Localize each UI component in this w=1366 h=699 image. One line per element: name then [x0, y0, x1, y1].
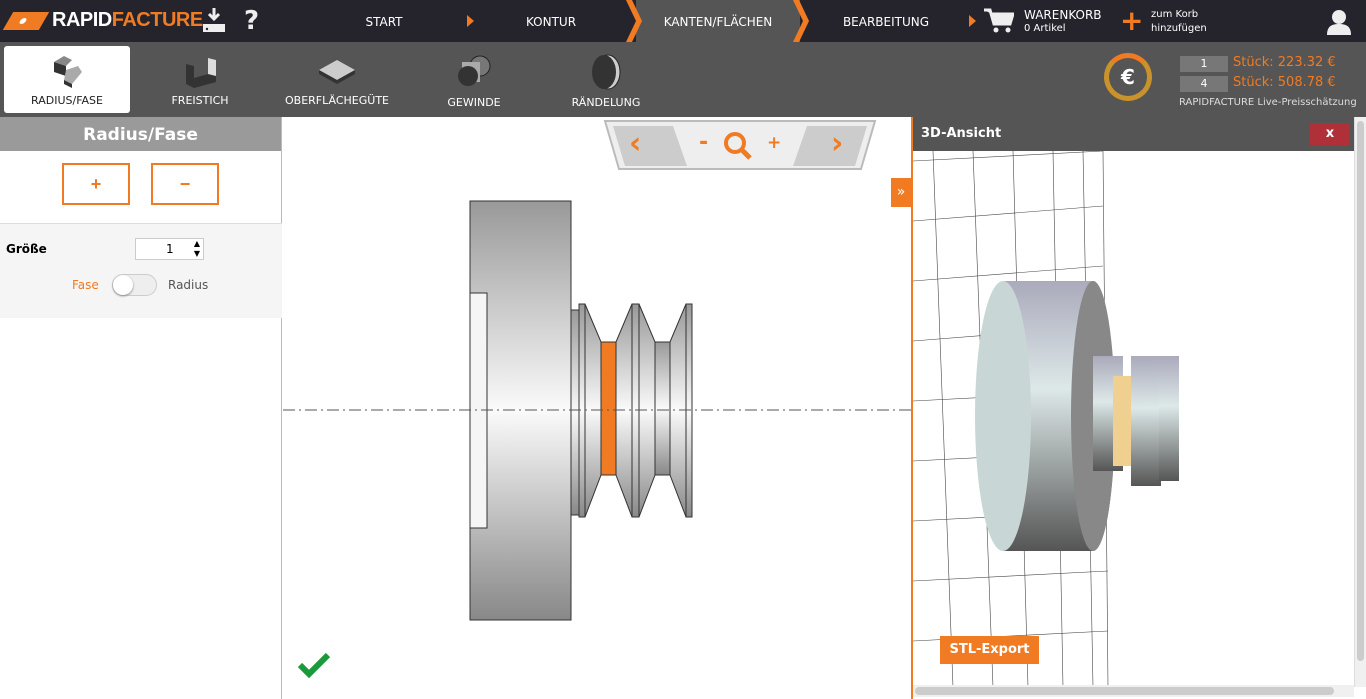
freistich-icon [186, 58, 216, 88]
euro-icon: € [1121, 65, 1135, 89]
panel-title: Radius/Fase [0, 117, 281, 151]
fase-label: Fase [72, 278, 99, 292]
vertical-scrollbar[interactable] [1354, 117, 1366, 687]
next-button[interactable]: › [831, 126, 844, 161]
step-kontur[interactable]: KONTUR [525, 15, 577, 29]
close-button[interactable]: x [1310, 123, 1350, 146]
step-start[interactable]: START [365, 15, 403, 29]
add-button[interactable]: + [62, 163, 130, 205]
check-icon [297, 652, 331, 679]
download-icon[interactable] [202, 8, 226, 34]
plus-icon: + [1120, 4, 1144, 37]
zoom-in-button[interactable]: + [767, 133, 782, 153]
step-chevron-icon [793, 0, 809, 42]
surface-icon [319, 60, 355, 84]
stl-export-button[interactable]: STL-Export [940, 636, 1039, 664]
price-2: Stück: 508.78 € [1233, 75, 1336, 90]
collapse-button[interactable]: » [891, 178, 911, 207]
tool-label: RÄNDELUNG [571, 96, 641, 109]
user-icon[interactable] [1326, 9, 1352, 35]
radius-label: Radius [168, 278, 209, 292]
options-section: Größe 1▲▼ Fase Radius [0, 223, 282, 318]
price-caption: RAPIDFACTURE Live-Preisschätzung [1179, 97, 1357, 108]
prev-button[interactable]: ‹ [629, 126, 642, 161]
cart-button[interactable]: WARENKORB 0 Artikel [984, 8, 1104, 38]
knurl-icon [592, 54, 621, 90]
tool-label: RADIUS/FASE [31, 94, 103, 107]
price-ring: € [1104, 53, 1152, 101]
zoom-out-button[interactable]: - [699, 130, 709, 155]
step-chevron-icon [626, 0, 642, 42]
part-contour-drawing [283, 200, 911, 621]
remove-button[interactable]: − [151, 163, 219, 205]
tool-raendelung[interactable]: RÄNDELUNG [543, 46, 669, 113]
add-to-cart-button[interactable]: + zum Korb hinzufügen [1120, 4, 1220, 38]
size-value: 1 [166, 242, 174, 256]
viewer-nav: ‹ - + › [603, 120, 877, 170]
logo-text-2: FACTURE [111, 9, 203, 31]
feature-toolbar: RADIUS/FASE FREISTICH OBERFLÄCHEGÜTE GEW… [0, 42, 1366, 117]
step-arrow-icon [969, 15, 976, 27]
fase-radius-toggle[interactable] [112, 274, 157, 296]
horizontal-scrollbar[interactable] [913, 685, 1354, 697]
logo-text-1: RAPID [52, 9, 112, 31]
radius-fase-icon [54, 56, 82, 88]
step-kanten-flaechen[interactable]: KANTEN/FLÄCHEN [636, 0, 800, 42]
cart-title: WARENKORB [1024, 8, 1102, 22]
contour-viewer[interactable]: ‹ - + › » [283, 117, 911, 699]
step-bearbeitung[interactable]: BEARBEITUNG [842, 15, 930, 29]
tool-radius-fase[interactable]: RADIUS/FASE [4, 46, 130, 113]
size-stepper[interactable]: 1▲▼ [135, 238, 204, 260]
3d-view-title: 3D-Ansicht [921, 126, 1002, 141]
add-label-2: hinzufügen [1151, 23, 1207, 34]
tool-gewinde[interactable]: GEWINDE [411, 46, 537, 113]
3d-model-view[interactable] [913, 151, 1353, 687]
add-label-1: zum Korb [1151, 9, 1199, 20]
tool-label: GEWINDE [447, 96, 501, 109]
qty-input-1[interactable]: 1 [1180, 56, 1228, 72]
thread-icon [458, 55, 491, 86]
price-1: Stück: 223.32 € [1233, 55, 1336, 70]
cart-icon [984, 8, 1016, 33]
zoom-icon [724, 132, 752, 160]
tool-label: OBERFLÄCHEGÜTE [285, 94, 389, 107]
tool-oberflaechenguete[interactable]: OBERFLÄCHEGÜTE [274, 46, 400, 113]
size-label: Größe [6, 242, 47, 256]
tool-label: FREISTICH [171, 94, 229, 107]
qty-input-2[interactable]: 4 [1180, 76, 1228, 92]
cart-count: 0 Artikel [1024, 23, 1066, 34]
tool-freistich[interactable]: FREISTICH [137, 46, 263, 113]
help-icon[interactable]: ? [244, 6, 260, 36]
edit-panel: Radius/Fase + − Größe 1▲▼ Fase Radius [0, 117, 282, 699]
3d-view-header: 3D-Ansicht [913, 117, 1366, 151]
step-arrow-icon [467, 15, 474, 27]
3d-view-panel: 3D-Ansicht x STL-Export [911, 117, 1366, 699]
